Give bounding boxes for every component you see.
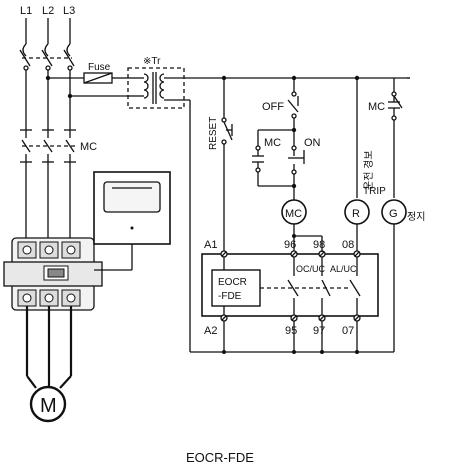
terminal-96: 96 [284,239,296,251]
on-label: ON [304,137,321,149]
off-label: OFF [262,101,284,113]
diagram-caption: EOCR-FDE [186,450,254,465]
fuse-label: Fuse [88,62,111,73]
main-contactor: MC [20,129,97,163]
oc-uc-label: OC/UC [296,264,326,274]
trip-label: TRIP [363,186,386,197]
motor: M [29,385,67,423]
terminal-98: 98 [313,239,325,251]
terminal-08: 08 [342,239,354,251]
terminal-a2: A2 [204,325,217,337]
trip-lamp-r: R 운전 경보 TRIP [344,78,386,252]
stop-korean-label: 정지 [407,211,425,223]
phase-l1-label: L1 [20,5,32,17]
eocr-line1: EOCR [218,277,247,288]
phase-l3-label: L3 [63,5,75,17]
al-uc-label: AL/UC [330,264,357,274]
mc-coil: MC [281,199,307,252]
phase-l2-label: L2 [42,5,54,17]
eocr-relay: A1 96 98 08 EOCR -FDE OC/UC AL/UC [201,234,379,354]
fuse: Fuse [83,62,113,84]
eocr-line2: -FDE [218,291,242,302]
reset-switch: RESET [208,78,233,252]
terminal-a1: A1 [204,239,217,251]
phase-lines [25,18,71,130]
display-module [93,171,171,245]
terminal-97: 97 [313,325,325,337]
main-breaker [19,43,75,71]
mc-coil-label: MC [285,208,302,220]
mc-hold-label: MC [264,137,281,149]
reset-label: RESET [208,117,219,150]
mc-main-label: MC [80,141,97,153]
transformer-label: ※Tr [143,56,161,67]
terminal-07: 07 [342,325,354,337]
g-lamp-label: G [389,208,398,220]
transformer: ※Tr [127,56,185,109]
mc-right-label: MC [368,101,385,113]
r-lamp-label: R [352,208,360,220]
current-sensor-unit [3,237,103,311]
motor-label: M [40,395,57,417]
trip-korean-label: 운전 경보 [362,150,375,190]
terminal-95: 95 [285,325,297,337]
start-stop-circuit: OFF MC ON [252,78,321,200]
stop-lamp-g: MC G 정지 [368,77,425,352]
